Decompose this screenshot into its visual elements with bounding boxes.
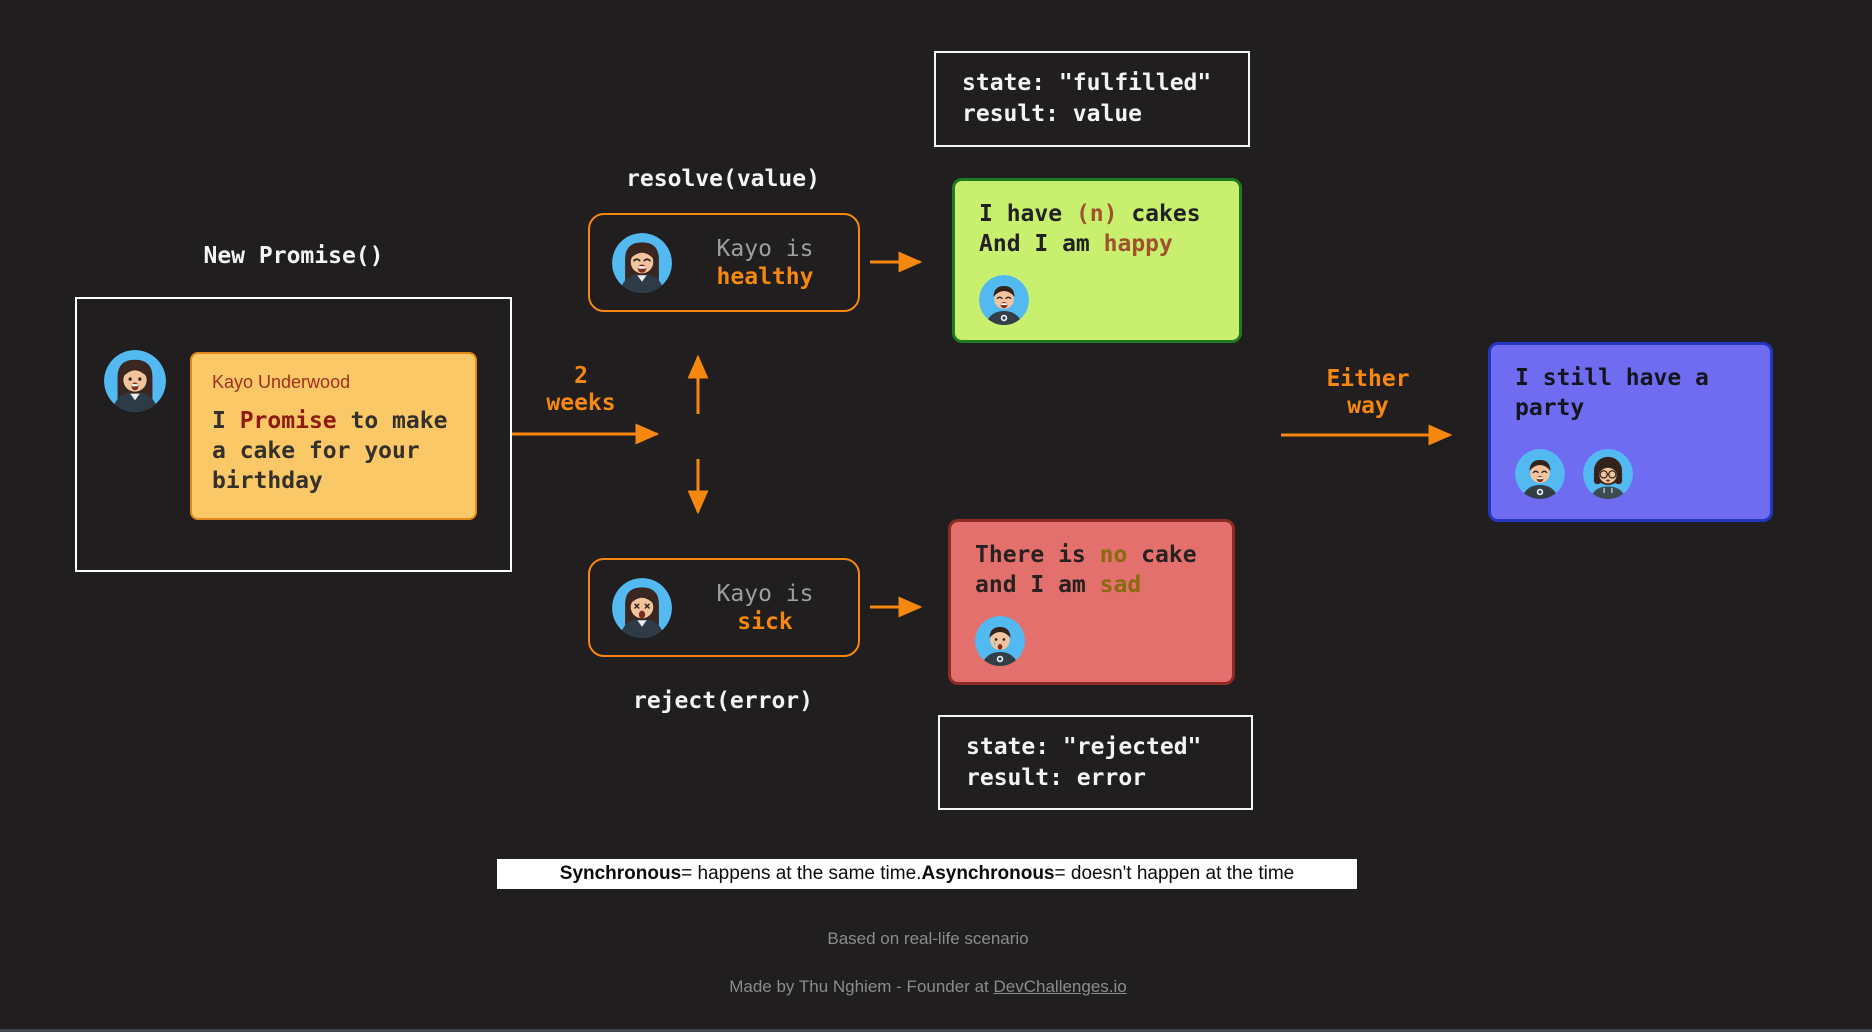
kayo-sick-box: Kayo is sick [588,558,860,657]
state-fulfilled-box: state: "fulfilled" result: value [934,51,1250,147]
new-promise-box: Kayo Underwood I Promise to make a cake … [75,297,512,572]
promise-keyword: Promise [239,408,337,434]
promise-speech-bubble: Kayo Underwood I Promise to make a cake … [190,352,477,520]
kayo-healthy-text: Kayo is healthy [716,235,814,290]
man-happy-avatar-icon [979,275,1029,325]
rejected-outcome-box: There is no cake and I am sad [948,519,1235,685]
fulfilled-outcome-text: I have (n) cakes And I am happy [979,201,1201,257]
sync-async-note: Synchronous = happens at the same time. … [497,859,1357,889]
bottom-edge-bar [0,1029,1872,1032]
man-sad-avatar-icon [975,616,1025,666]
party-outcome-box: I still have a party [1488,342,1773,522]
rejected-outcome-text: There is no cake and I am sad [975,542,1197,598]
party-outcome-text: I still have a party [1515,365,1709,421]
kayo-sick-text: Kayo is sick [716,580,814,635]
party-man-avatar-icon [1515,449,1565,499]
kayo-healthy-box: Kayo is healthy [588,213,860,312]
either-way-label: Either way [1326,366,1410,419]
credit-caption: Made by Thu Nghiem - Founder at DevChall… [729,977,1127,996]
promise-message: I Promise to make a cake for your birthd… [212,408,448,494]
party-woman-avatar-icon [1583,449,1633,499]
kayo-laughing-avatar-icon [612,232,672,293]
devchallenges-link[interactable]: DevChallenges.io [993,977,1127,996]
reject-label: reject(error) [632,688,813,714]
kayo-avatar-icon [104,350,166,412]
fulfilled-outcome-box: I have (n) cakes And I am happy [952,178,1242,343]
resolve-label: resolve(value) [626,166,820,192]
scenario-caption: Based on real-life scenario [827,929,1029,948]
duration-label: 2 weeks [546,363,616,416]
state-rejected-box: state: "rejected" result: error [938,715,1253,810]
speaker-name: Kayo Underwood [212,372,351,392]
new-promise-label: New Promise() [203,243,384,269]
kayo-sick-avatar-icon [612,577,672,638]
